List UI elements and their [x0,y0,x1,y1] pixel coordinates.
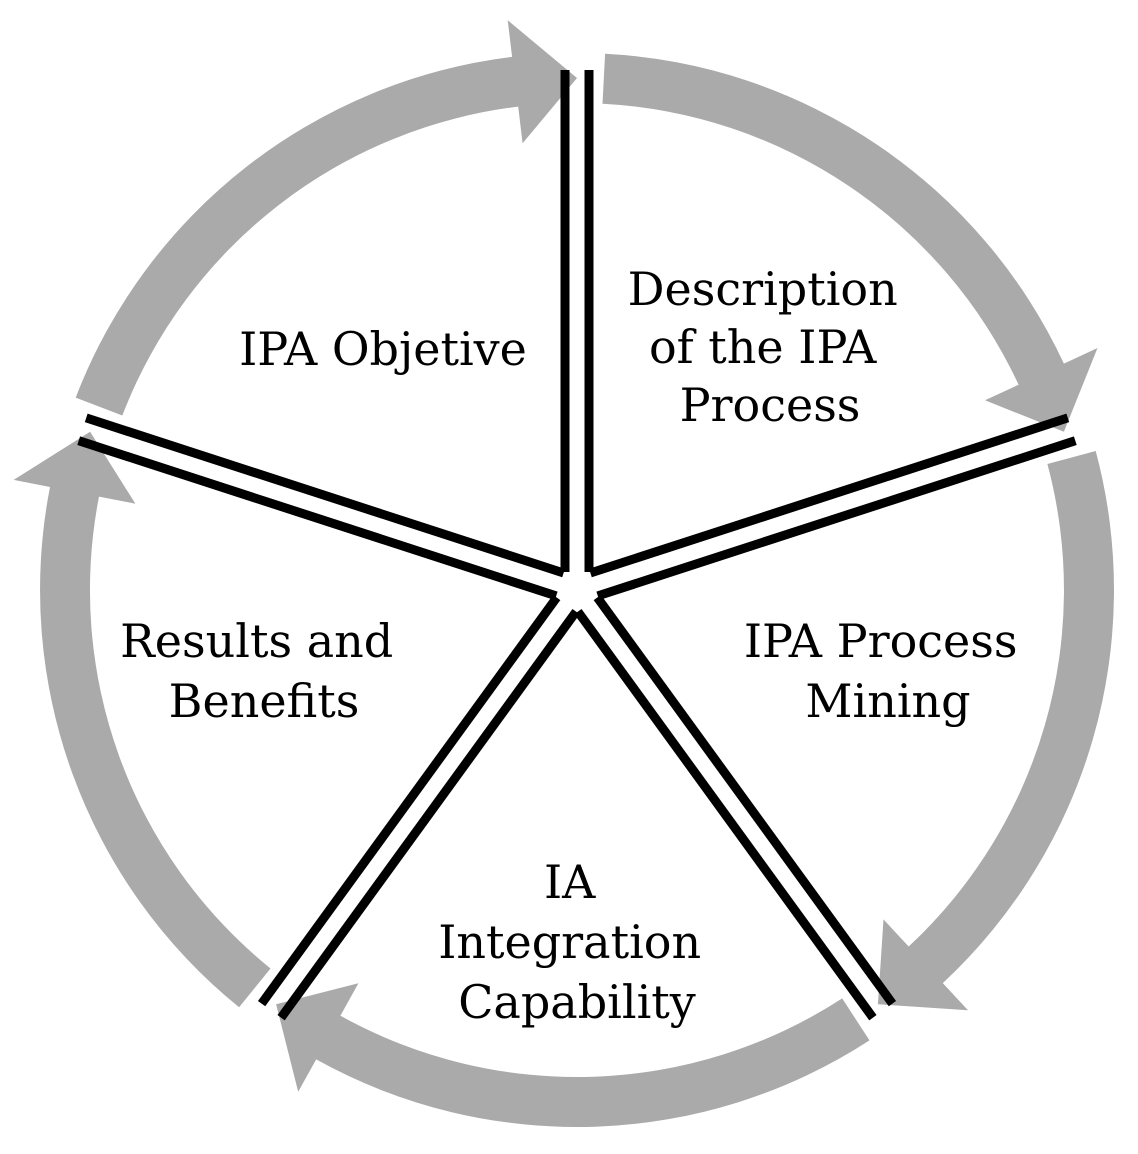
cycle-arrow-results-and-benefits [75,20,577,416]
segment-label-ipa-process-mining: IPA Process Mining [744,614,1032,728]
divider-line-2-b [574,608,877,1021]
divider-line-1-b [596,436,1077,601]
divider-line-2-a [593,594,897,1007]
divider-line-3-b [257,594,561,1007]
segment-label-description-of-the-ipa-process: Description of the IPA Process [628,262,913,432]
divider-line-3-a [277,608,580,1021]
segment-label-results-and-benefits: Results and Benefits [120,614,408,728]
segment-dividers [77,70,1077,1021]
divider-line-4-a [77,436,558,601]
segment-label-ipa-objective: IPA Objetive [239,322,527,376]
segment-label-ia-integration-capability: IA Integration Capability [438,855,716,1029]
divider-line-1-a [589,413,1070,578]
cycle-arrow-ipa-process-mining [276,983,870,1128]
cycle-arrow-ia-integration-capability [13,431,271,1008]
cycle-arrows [13,20,1114,1128]
cycle-arrow-ipa-objective [602,53,1098,432]
cycle-arrow-description-of-the-ipa-process [877,451,1114,1011]
divider-line-4-b [84,413,565,578]
